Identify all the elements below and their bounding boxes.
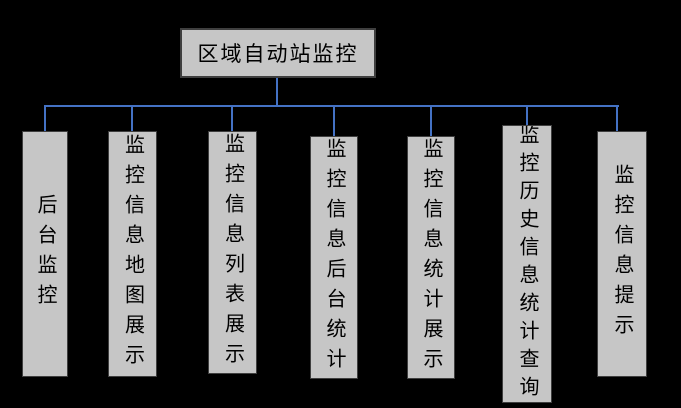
leaf-node-label: 后台监控 [34, 194, 56, 314]
leaf-node-label: 监控历史信息统计查询 [516, 125, 538, 403]
connector-stub-1 [44, 105, 46, 132]
leaf-node-label: 监控信息统计展示 [420, 137, 442, 378]
connector-stub-7 [616, 105, 618, 132]
connector-stub-2 [131, 105, 133, 132]
leaf-node-label: 监控信息地图展示 [121, 134, 144, 374]
leaf-node-list-display: 监控信息列表展示 [208, 131, 257, 374]
leaf-node-backend-monitoring: 后台监控 [22, 131, 68, 377]
leaf-node-map-display: 监控信息地图展示 [108, 131, 157, 377]
leaf-node-backend-statistics: 监控信息后台统计 [310, 136, 358, 379]
connector-stub-3 [231, 105, 233, 132]
leaf-node-label: 监控信息提示 [611, 164, 633, 344]
connector-stub-5 [430, 105, 432, 137]
connector-horizontal-bar [44, 105, 619, 107]
leaf-node-label: 监控信息列表展示 [221, 132, 244, 373]
connector-root-trunk [276, 77, 278, 106]
root-node: 区域自动站监控 [180, 28, 376, 78]
connector-stub-4 [333, 105, 335, 137]
leaf-node-label: 监控信息后台统计 [323, 137, 345, 378]
connector-stub-6 [526, 105, 528, 126]
root-node-label: 区域自动站监控 [197, 42, 359, 66]
leaf-node-statistics-display: 监控信息统计展示 [407, 136, 455, 379]
leaf-node-history-statistics-query: 监控历史信息统计查询 [502, 125, 552, 403]
leaf-node-information-prompt: 监控信息提示 [597, 131, 647, 377]
